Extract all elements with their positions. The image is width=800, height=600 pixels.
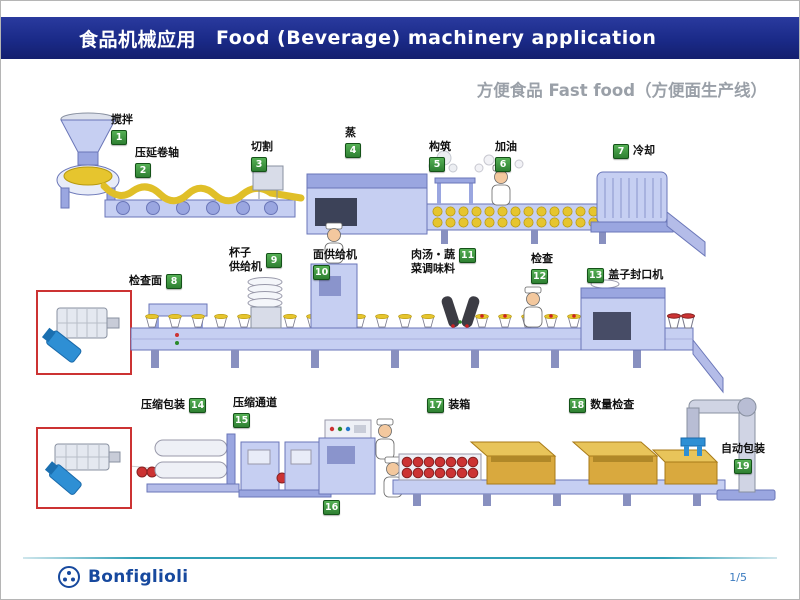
station-label: 切割 — [251, 140, 273, 153]
cup-feeder-machine — [247, 277, 283, 329]
station-label: 杯子 供给机 — [229, 246, 262, 274]
cups-on-belt — [141, 313, 657, 328]
station-3-cutting: 切割 3 — [251, 140, 273, 173]
station-4-steaming: 蒸 4 — [345, 126, 361, 159]
noodle-belt — [426, 177, 614, 244]
station-number-badge: 19 — [734, 459, 752, 475]
slide-header: 食品机械应用 Food (Beverage) machinery applica… — [1, 17, 799, 59]
diagram-artwork — [36, 112, 776, 509]
station-12-inspection: 检查 12 — [531, 252, 553, 285]
station-label: 构筑 — [429, 140, 451, 153]
station-label: 面供给机 — [313, 248, 357, 261]
page-title-chinese: 食品机械应用 — [79, 28, 197, 51]
station-19-auto-packing: 自动包装 19 — [721, 442, 765, 475]
page-number: 1/5 — [729, 571, 747, 584]
brand-name: Bonfiglioli — [88, 567, 189, 587]
bonfiglioli-logo: Bonfiglioli — [57, 565, 188, 589]
station-15-compression-channel: 压缩通道 15 — [233, 396, 277, 429]
station-1-mixing: 搅拌 1 — [111, 113, 133, 146]
station-number-badge: 9 — [266, 252, 282, 268]
station-label: 肉汤・蔬 菜调味料 — [411, 248, 455, 276]
bonfiglioli-logo-icon — [58, 566, 80, 588]
footer-divider — [23, 557, 777, 559]
station-label: 加油 — [495, 140, 517, 153]
carton-box-2 — [571, 441, 659, 485]
station-number-badge: 12 — [531, 269, 549, 285]
callout-gearbox-top — [36, 290, 154, 375]
station-5-forming: 构筑 5 — [429, 140, 451, 173]
station-16: 16 — [323, 500, 341, 515]
compression-channel-machine — [238, 441, 332, 498]
station-7-cooling: 7 冷却 — [613, 144, 655, 159]
station-label: 压延卷轴 — [135, 146, 179, 159]
station-number-badge: 11 — [459, 248, 477, 263]
station-8-noodle-inspection: 检查面 8 — [129, 274, 182, 289]
cup-conveyor-belt — [130, 327, 694, 368]
station-number-badge: 17 — [427, 398, 445, 413]
station-10-noodle-feeder: 面供给机 10 — [313, 248, 357, 281]
lid-sealing-machine — [580, 279, 695, 351]
station-13-lid-sealer: 13 盖子封口机 — [587, 268, 663, 283]
station-number-badge: 2 — [135, 163, 151, 179]
station-11-soup-seasoning: 肉汤・蔬 菜调味料 11 — [411, 248, 477, 277]
station-number-badge: 15 — [233, 413, 251, 429]
station-number-badge: 8 — [166, 274, 182, 289]
station-number-badge: 6 — [495, 157, 511, 173]
station-label: 检查面 — [129, 274, 162, 288]
cooling-machine — [590, 171, 706, 258]
station-number-badge: 13 — [587, 268, 605, 283]
station-number-badge: 7 — [613, 144, 629, 159]
carton-box-1 — [469, 441, 557, 485]
station-label: 数量检查 — [590, 398, 635, 412]
station-17-boxing: 17 装箱 — [427, 398, 470, 413]
station-number-badge: 14 — [189, 398, 207, 413]
station-label: 蒸 — [345, 126, 356, 139]
station-14-compression-packing: 压缩包装 14 — [141, 398, 207, 413]
station-9-cup-feeder: 杯子 供给机 9 — [229, 246, 282, 275]
station-number-badge: 10 — [313, 265, 331, 281]
station-label: 压缩通道 — [233, 396, 277, 409]
station-label: 压缩包装 — [141, 398, 185, 412]
inspection-worker — [523, 286, 543, 328]
station-number-badge: 5 — [429, 157, 445, 173]
station-number-badge: 3 — [251, 157, 267, 173]
station-number-badge: 18 — [569, 398, 587, 413]
robot-arm — [680, 397, 776, 501]
soup-seasoning-dispensers — [441, 296, 480, 328]
cup-tray — [398, 453, 482, 481]
transfer-chute — [692, 338, 724, 394]
slide-subtitle: 方便食品 Fast food（方便面生产线） — [476, 81, 767, 100]
station-18-quantity-check: 18 数量检查 — [569, 398, 634, 413]
station-label: 冷却 — [633, 144, 655, 158]
station-label: 搅拌 — [111, 113, 133, 126]
station-label: 盖子封口机 — [608, 268, 664, 282]
page-title-english: Food (Beverage) machinery application — [216, 27, 657, 49]
station-2-calender-rolls: 压延卷轴 2 — [135, 146, 179, 179]
callout-gearbox-bottom — [36, 427, 152, 509]
production-line-diagram: 搅拌 1 压延卷轴 2 切割 3 蒸 4 构筑 5 加油 6 7 冷却 检查面 — [1, 106, 799, 551]
calender-roll-conveyor — [100, 182, 305, 218]
station-number-badge: 16 — [323, 500, 341, 515]
control-panel-machine — [318, 419, 376, 495]
station-6-oiling: 加油 6 — [495, 140, 517, 173]
compression-packing-machine — [136, 433, 240, 493]
station-label: 自动包装 — [721, 442, 765, 455]
oiling-worker — [474, 154, 524, 206]
station-number-badge: 4 — [345, 143, 361, 159]
station-label: 检查 — [531, 252, 553, 265]
station-label: 装箱 — [448, 398, 471, 412]
station-number-badge: 1 — [111, 130, 127, 146]
